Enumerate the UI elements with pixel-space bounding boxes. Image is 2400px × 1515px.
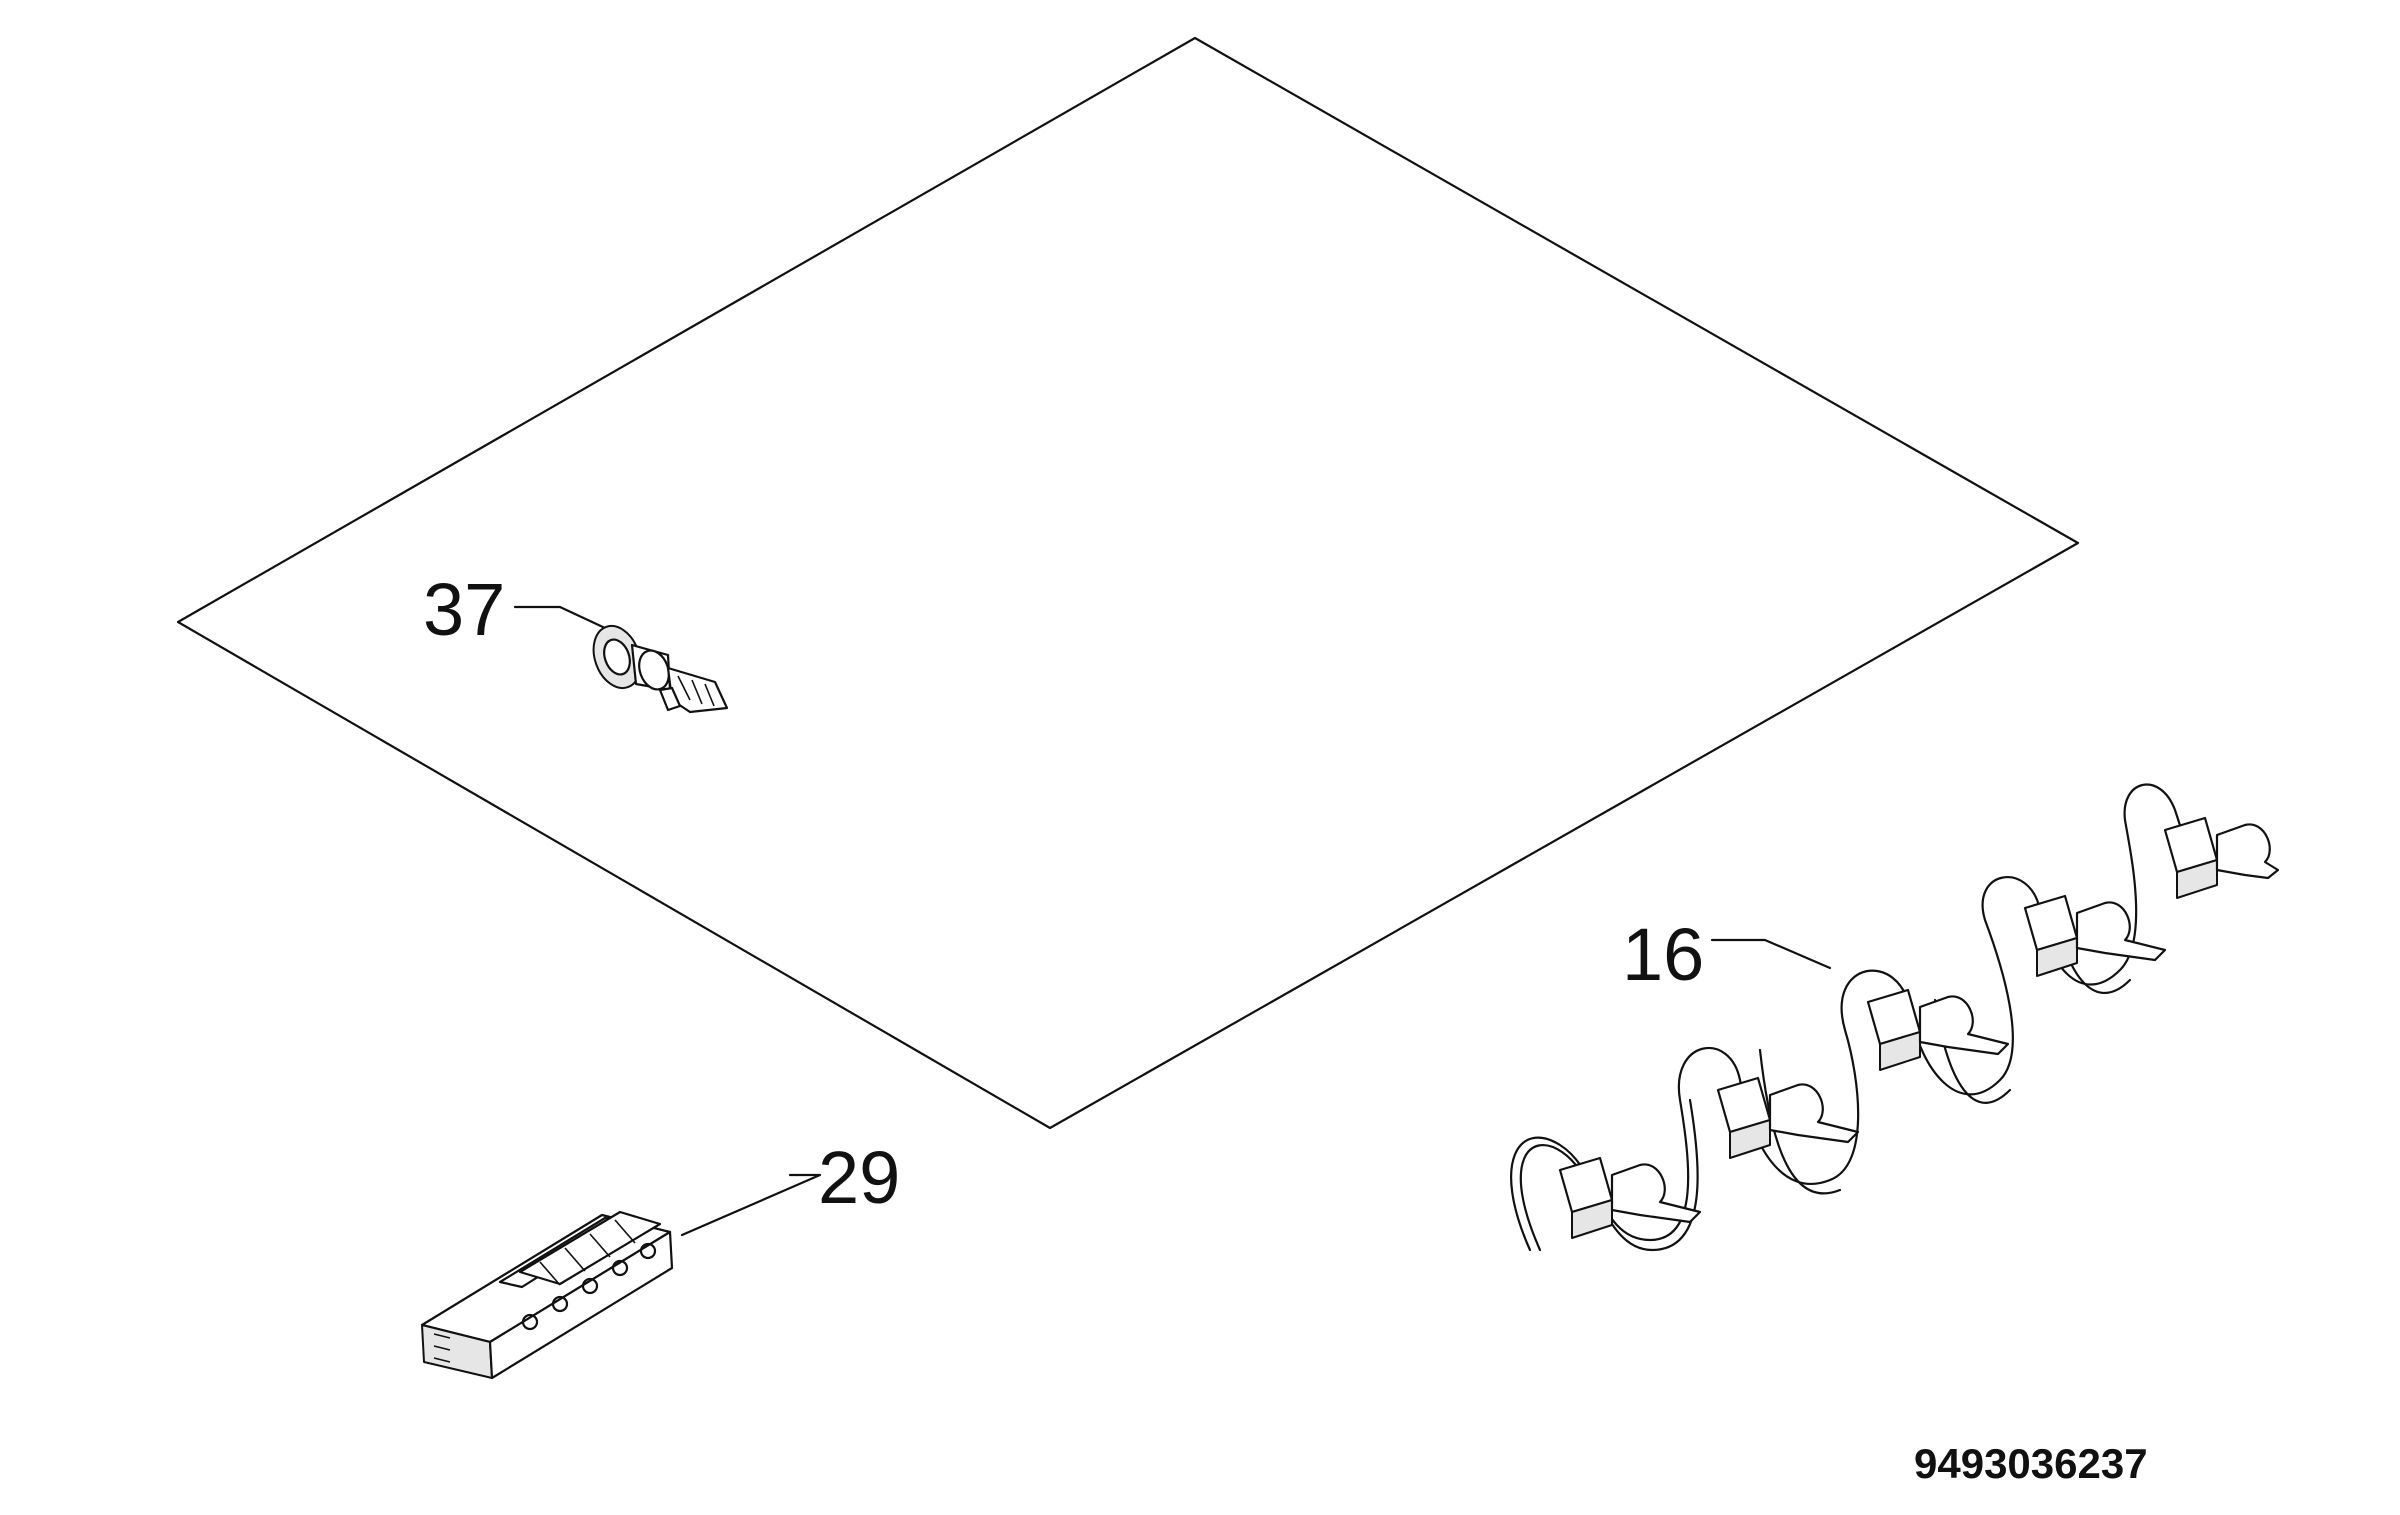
igniter-plug-4 [2023,894,2167,977]
igniter-plug-5 [2163,816,2280,899]
part-29-switch-block [420,1173,822,1380]
callout-37: 37 [423,568,505,651]
cooktop-glass-panel [176,36,2080,1130]
document-number: 9493036237 [1914,1440,2148,1487]
igniter-plug-3 [1866,988,2010,1071]
part-37-knob-switch [513,605,729,714]
igniter-plug-2 [1716,1076,1860,1159]
igniter-plug-1 [1558,1156,1702,1239]
callout-16: 16 [1622,913,1704,996]
part-16-igniter-harness [1510,783,2280,1252]
callout-29: 29 [818,1136,900,1219]
